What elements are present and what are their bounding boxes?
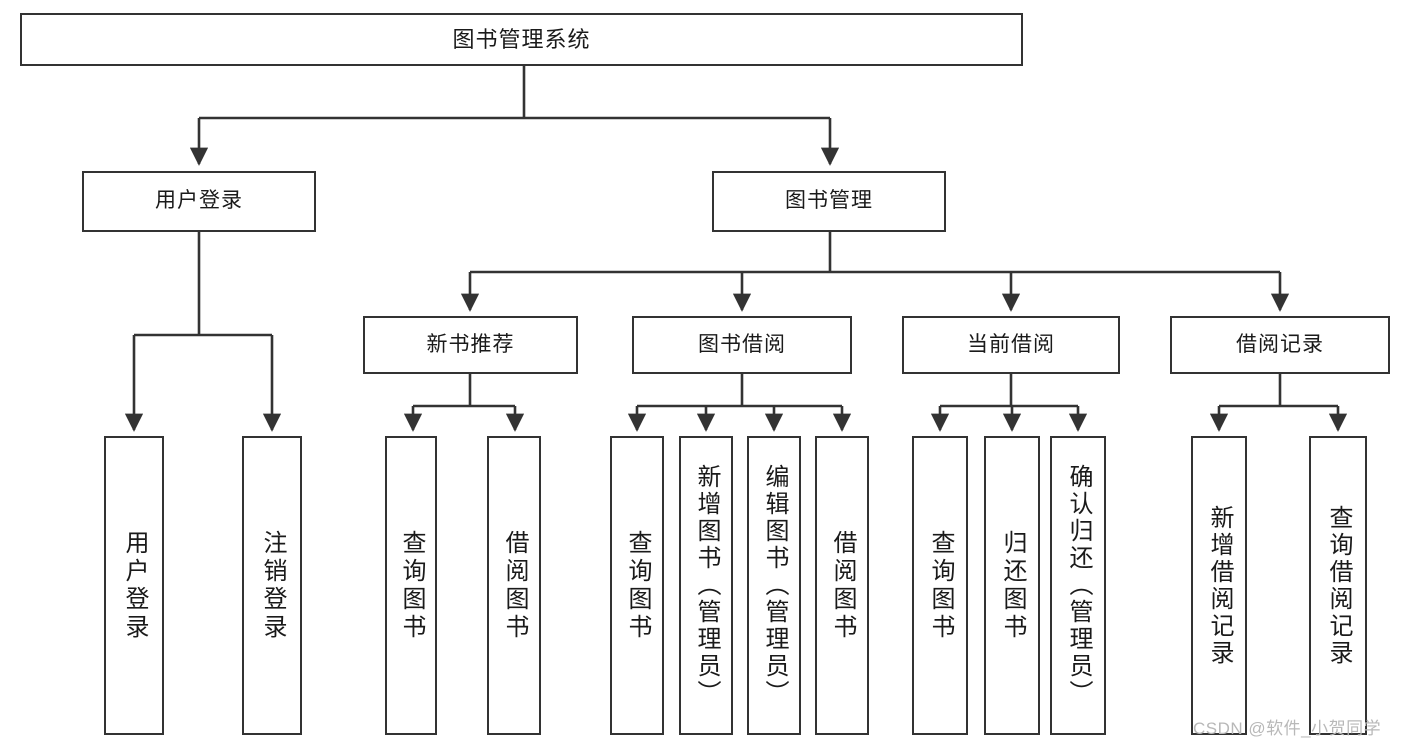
leaf-borrow-book-label: 借阅图书 bbox=[829, 529, 856, 642]
leaf-query-book-recommend[interactable]: 查询图书 bbox=[385, 436, 437, 735]
node-book-management[interactable]: 图书管理 bbox=[712, 171, 946, 232]
node-book-borrow-label: 图书借阅 bbox=[698, 332, 786, 356]
leaf-return-book-label: 归还图书 bbox=[999, 529, 1026, 642]
leaf-query-book-current[interactable]: 查询图书 bbox=[912, 436, 968, 735]
node-borrow-record-label: 借阅记录 bbox=[1236, 332, 1324, 356]
node-current-borrow-label: 当前借阅 bbox=[967, 332, 1055, 356]
leaf-edit-book-admin-label: 编辑图书（管理员） bbox=[761, 464, 788, 707]
node-book-management-label: 图书管理 bbox=[785, 189, 873, 213]
node-borrow-record[interactable]: 借阅记录 bbox=[1170, 316, 1390, 374]
leaf-edit-book-admin[interactable]: 编辑图书（管理员） bbox=[747, 436, 801, 735]
leaf-borrow-book-recommend-label: 借阅图书 bbox=[501, 529, 528, 642]
leaf-add-borrow-record[interactable]: 新增借阅记录 bbox=[1191, 436, 1247, 735]
leaf-add-book-admin-label: 新增图书（管理员） bbox=[693, 464, 720, 707]
leaf-add-book-admin[interactable]: 新增图书（管理员） bbox=[679, 436, 733, 735]
leaf-logout-label: 注销登录 bbox=[259, 529, 286, 642]
node-user-login-label: 用户登录 bbox=[155, 189, 243, 213]
leaf-logout[interactable]: 注销登录 bbox=[242, 436, 302, 735]
node-current-borrow[interactable]: 当前借阅 bbox=[902, 316, 1120, 374]
node-user-login[interactable]: 用户登录 bbox=[82, 171, 316, 232]
leaf-user-login[interactable]: 用户登录 bbox=[104, 436, 164, 735]
leaf-borrow-book[interactable]: 借阅图书 bbox=[815, 436, 869, 735]
node-root[interactable]: 图书管理系统 bbox=[20, 13, 1023, 66]
leaf-add-borrow-record-label: 新增借阅记录 bbox=[1206, 504, 1233, 667]
node-new-book-recommend[interactable]: 新书推荐 bbox=[363, 316, 578, 374]
leaf-query-borrow-record-label: 查询借阅记录 bbox=[1325, 504, 1352, 667]
leaf-query-book-current-label: 查询图书 bbox=[927, 529, 954, 642]
leaf-query-book-borrow-label: 查询图书 bbox=[624, 529, 651, 642]
leaf-query-book-borrow[interactable]: 查询图书 bbox=[610, 436, 664, 735]
leaf-query-borrow-record[interactable]: 查询借阅记录 bbox=[1309, 436, 1367, 735]
leaf-return-book[interactable]: 归还图书 bbox=[984, 436, 1040, 735]
leaf-confirm-return-admin[interactable]: 确认归还（管理员） bbox=[1050, 436, 1106, 735]
leaf-confirm-return-admin-label: 确认归还（管理员） bbox=[1065, 464, 1092, 707]
node-new-book-recommend-label: 新书推荐 bbox=[426, 332, 515, 356]
watermark: CSDN @软件_小贺同学 bbox=[1193, 719, 1382, 738]
node-root-label: 图书管理系统 bbox=[452, 26, 591, 52]
leaf-borrow-book-recommend[interactable]: 借阅图书 bbox=[487, 436, 541, 735]
leaf-query-book-recommend-label: 查询图书 bbox=[398, 529, 425, 642]
leaf-user-login-label: 用户登录 bbox=[121, 529, 148, 642]
node-book-borrow[interactable]: 图书借阅 bbox=[632, 316, 852, 374]
